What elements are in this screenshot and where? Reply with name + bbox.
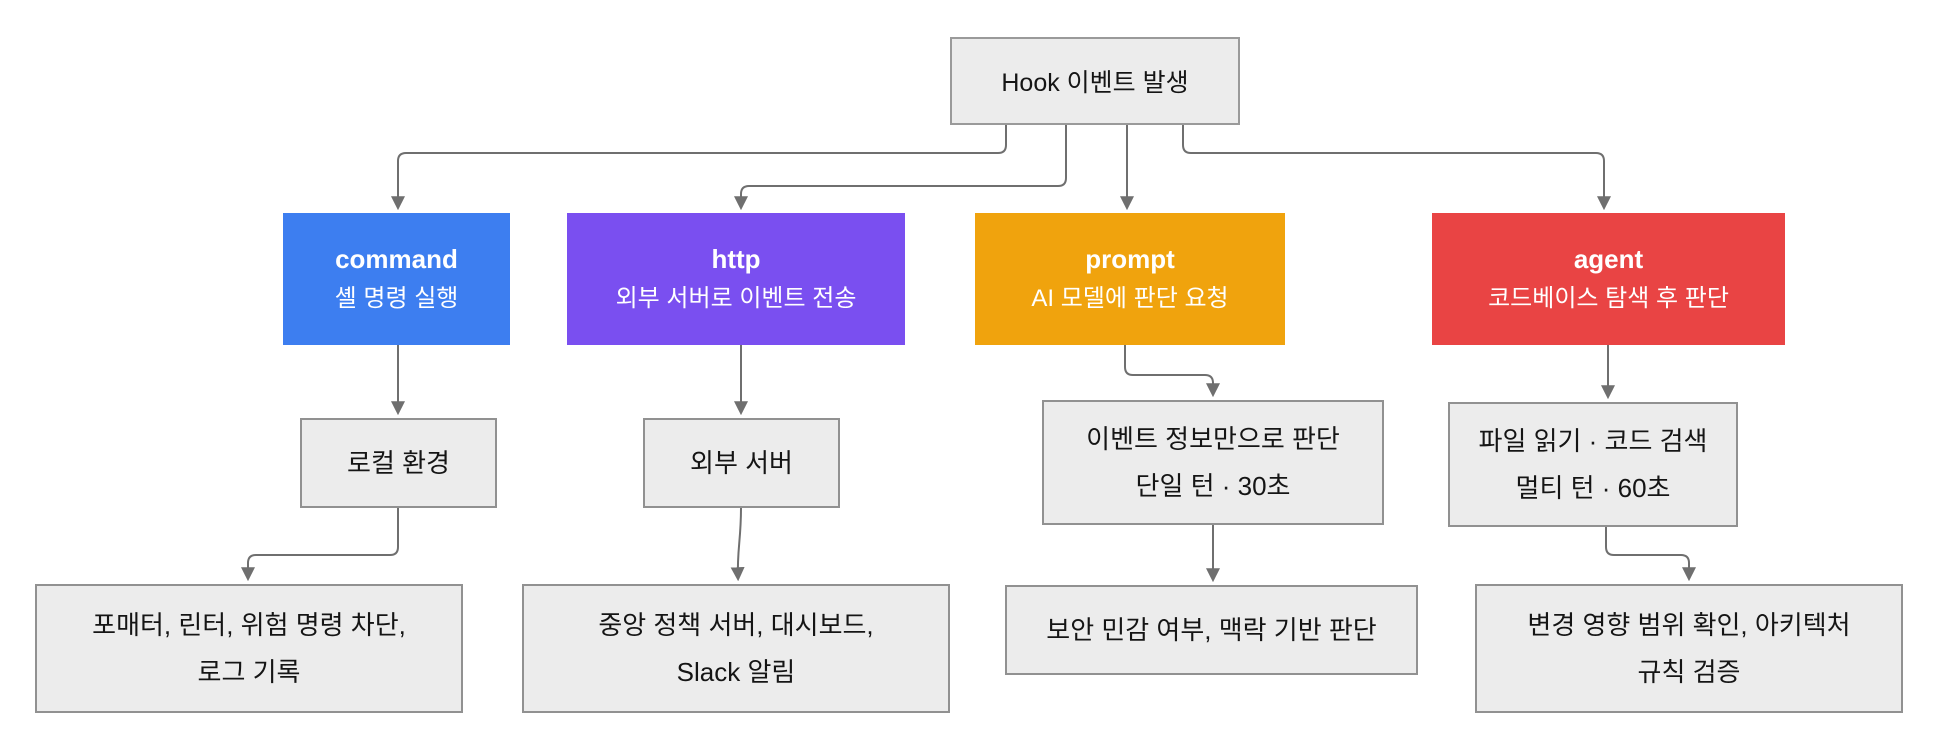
node-policy-result: 중앙 정책 서버, 대시보드, Slack 알림 <box>522 584 950 713</box>
node-label-line2: 멀티 턴 · 60초 <box>1515 472 1671 503</box>
node-impact-result: 변경 영향 범위 확인, 아키텍처 규칙 검증 <box>1475 584 1903 713</box>
node-label: 보안 민감 여부, 맥락 기반 판단 <box>1046 614 1377 645</box>
edge-hook-to-http <box>734 125 1067 211</box>
node-label-line2: 로그 기록 <box>197 656 301 687</box>
node-label: 외부 서버 <box>690 447 793 478</box>
hook-prompt-title: prompt <box>1085 244 1175 274</box>
node-hook-command: command 셸 명령 실행 <box>283 213 510 345</box>
node-label-line1: 파일 읽기 · 코드 검색 <box>1478 425 1708 456</box>
node-label-line1: 변경 영향 범위 확인, 아키텍처 <box>1527 609 1851 640</box>
node-hook-agent: agent 코드베이스 탐색 후 판단 <box>1432 213 1785 345</box>
node-label-line1: 이벤트 정보만으로 판단 <box>1086 423 1340 454</box>
node-label-line1: 중앙 정책 서버, 대시보드, <box>598 609 874 640</box>
node-external-server: 외부 서버 <box>643 418 840 508</box>
node-event-info: 이벤트 정보만으로 판단 단일 턴 · 30초 <box>1042 400 1384 525</box>
node-formatter-result: 포매터, 린터, 위험 명령 차단, 로그 기록 <box>35 584 463 713</box>
hook-command-subtitle: 셸 명령 실행 <box>334 285 459 312</box>
node-security-result: 보안 민감 여부, 맥락 기반 판단 <box>1005 585 1418 675</box>
hook-http-title: http <box>711 244 761 274</box>
hook-prompt-subtitle: AI 모델에 판단 요청 <box>1031 285 1229 312</box>
edge-hook-to-command <box>391 125 1007 211</box>
edge-hook-to-agent <box>1182 125 1611 211</box>
hook-agent-title: agent <box>1573 244 1644 274</box>
node-file-read: 파일 읽기 · 코드 검색 멀티 턴 · 60초 <box>1448 402 1738 527</box>
node-hook-http: http 외부 서버로 이벤트 전송 <box>567 213 905 345</box>
edge-local-to-formatter <box>241 508 399 582</box>
node-label-line2: 단일 턴 · 30초 <box>1135 470 1291 501</box>
node-hook-prompt: prompt AI 모델에 판단 요청 <box>975 213 1285 345</box>
hook-agent-subtitle: 코드베이스 탐색 후 판단 <box>1488 285 1729 312</box>
node-local-env: 로컬 환경 <box>300 418 497 508</box>
hook-http-subtitle: 외부 서버로 이벤트 전송 <box>615 285 857 312</box>
edge-fileread-to-impact <box>1605 527 1696 582</box>
node-label: 로컬 환경 <box>347 447 450 478</box>
node-label: Hook 이벤트 발생 <box>1001 69 1189 97</box>
node-label-line1: 포매터, 린터, 위험 명령 차단, <box>92 609 406 640</box>
node-label-line2: Slack 알림 <box>676 656 796 687</box>
hook-command-title: command <box>335 244 458 274</box>
edge-prompt-to-eventinfo <box>1124 345 1220 398</box>
node-label-line2: 규칙 검증 <box>1637 656 1741 687</box>
edge-external-to-policy <box>730 507 745 582</box>
node-hook-event: Hook 이벤트 발생 <box>950 37 1240 125</box>
